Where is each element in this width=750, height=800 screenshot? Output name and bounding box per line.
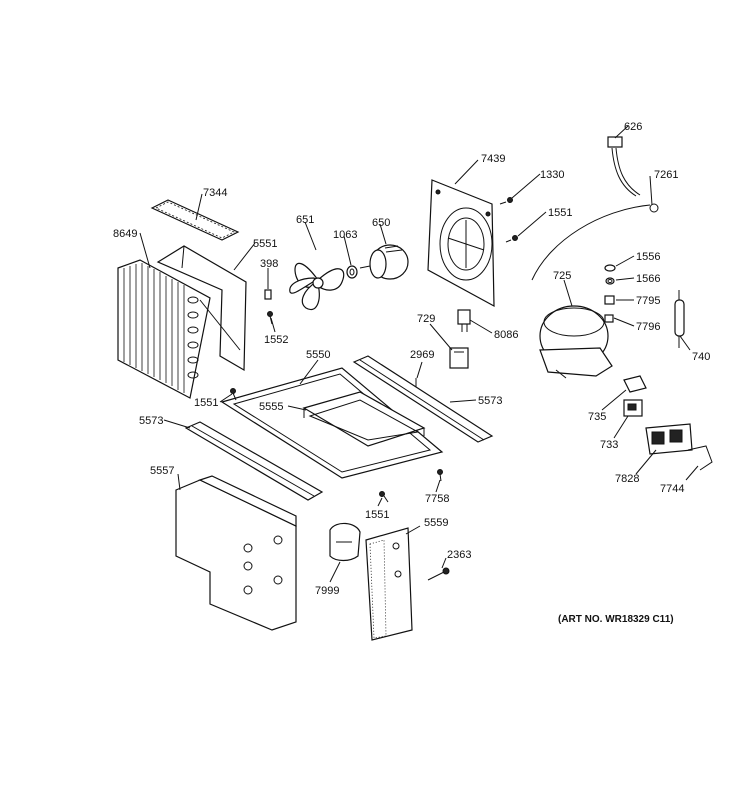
callout-1566: 1566 xyxy=(636,273,660,285)
part-screw-1552 xyxy=(267,311,273,325)
part-sleeve-1566 xyxy=(605,277,615,285)
callout-7439: 7439 xyxy=(481,153,505,165)
part-washer xyxy=(346,265,358,279)
part-harness xyxy=(457,309,471,332)
part-fan-bracket xyxy=(427,179,495,308)
callout-725: 725 xyxy=(553,270,571,282)
callout-7261: 7261 xyxy=(654,169,678,181)
callout-8086: 8086 xyxy=(494,329,518,341)
part-screw-1330 xyxy=(499,197,513,205)
leader-lines xyxy=(139,125,699,583)
part-drier xyxy=(674,290,685,348)
part-fan-motor xyxy=(359,244,409,280)
callout-733: 733 xyxy=(600,439,618,451)
callout-1551-top: 1551 xyxy=(548,207,572,219)
part-drain-pan xyxy=(302,391,426,447)
callout-5573-right: 5573 xyxy=(478,395,502,407)
callout-5557: 5557 xyxy=(150,465,174,477)
part-capillary-tube xyxy=(531,203,659,281)
callout-1552: 1552 xyxy=(264,334,288,346)
callout-7796: 7796 xyxy=(636,321,660,333)
part-compressor xyxy=(539,305,613,379)
part-condenser-shroud xyxy=(156,245,247,372)
callout-7795: 7795 xyxy=(636,295,660,307)
callout-7344: 7344 xyxy=(203,187,227,199)
part-clip xyxy=(264,289,272,300)
part-side-panel xyxy=(175,475,297,631)
callout-5559: 5559 xyxy=(424,517,448,529)
part-foam-strip xyxy=(150,199,240,241)
part-screw-7758 xyxy=(437,469,443,482)
part-control-panel xyxy=(365,527,413,641)
part-rail-right xyxy=(352,355,494,443)
callout-8649: 8649 xyxy=(113,228,137,240)
callout-1551-left: 1551 xyxy=(194,397,218,409)
part-relay-cover xyxy=(623,375,647,393)
part-screw-2363 xyxy=(427,567,450,581)
callout-5551: 5551 xyxy=(253,238,277,250)
callout-labels: 626 7261 7439 1330 1551 7344 8649 5551 6… xyxy=(113,121,710,597)
callout-729: 729 xyxy=(417,313,435,325)
callout-1330: 1330 xyxy=(540,169,564,181)
part-screw-1551-top xyxy=(505,235,518,243)
callout-7758: 7758 xyxy=(425,493,449,505)
callout-5573-left: 5573 xyxy=(139,415,163,427)
callout-398: 398 xyxy=(260,258,278,270)
callout-1551-bottom: 1551 xyxy=(365,509,389,521)
part-fan-blade xyxy=(289,262,345,311)
part-nut-7795 xyxy=(604,295,615,305)
art-number-reference: (ART NO. WR18329 C11) xyxy=(558,614,674,625)
callout-2363: 2363 xyxy=(447,549,471,561)
callout-626: 626 xyxy=(624,121,642,133)
callout-735: 735 xyxy=(588,411,606,423)
part-capacitor xyxy=(449,347,469,369)
part-wire-clip xyxy=(687,445,713,471)
callout-1063: 1063 xyxy=(333,229,357,241)
part-screw-1551-left xyxy=(230,388,237,401)
part-timer xyxy=(329,522,361,562)
callout-7744: 7744 xyxy=(660,483,684,495)
part-condenser-coil xyxy=(117,259,211,399)
callout-7828: 7828 xyxy=(615,473,639,485)
part-rail-left xyxy=(184,421,324,501)
part-terminal-cover xyxy=(645,423,693,455)
callout-5550: 5550 xyxy=(306,349,330,361)
callout-650: 650 xyxy=(372,217,390,229)
part-screw-1551-bottom xyxy=(379,491,389,503)
part-relay xyxy=(623,399,643,417)
callout-1556: 1556 xyxy=(636,251,660,263)
callout-7999: 7999 xyxy=(315,585,339,597)
callout-5555: 5555 xyxy=(259,401,283,413)
part-overload-cord xyxy=(607,136,641,197)
part-grommet-1556 xyxy=(604,264,616,272)
callout-740: 740 xyxy=(692,351,710,363)
part-washer-7796 xyxy=(604,314,614,323)
callout-2969: 2969 xyxy=(410,349,434,361)
callout-651: 651 xyxy=(296,214,314,226)
